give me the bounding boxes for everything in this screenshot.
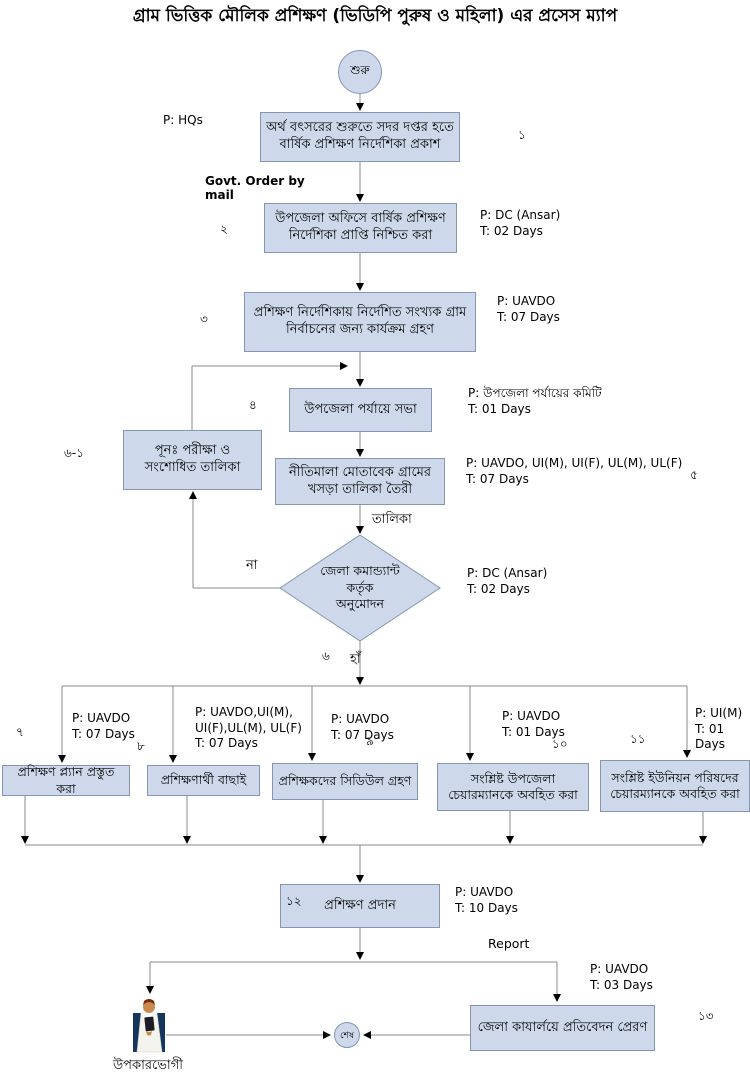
step-number-13: ১৩ bbox=[698, 1009, 714, 1023]
step-select-trainees: প্রশিক্ষণার্থী বাছাই bbox=[147, 765, 260, 796]
beneficiary-label: উপকারভোগী bbox=[113, 1058, 183, 1072]
start-terminator: শুরু bbox=[338, 50, 382, 94]
edge-label-no: না bbox=[246, 558, 258, 573]
annotation-trainees: P: UAVDO,UI(M), UI(F),UL(M), UL(F) T: 07… bbox=[195, 705, 302, 751]
annotation-plan: P: UAVDO T: 07 Days bbox=[72, 711, 135, 741]
step-number-4: ৪ bbox=[249, 398, 257, 412]
step-number-1: ১ bbox=[518, 128, 526, 142]
annotation-training: P: UAVDO T: 10 Days bbox=[455, 885, 518, 915]
annotation-upazila-chair: P: UAVDO T: 01 Days bbox=[502, 709, 565, 739]
page-title: গ্রাম ভিত্তিক মৌলিক প্রশিক্ষণ (ভিডিপি পু… bbox=[132, 6, 618, 26]
annotation-draft: P: UAVDO, UI(M), UI(F), UL(M), UL(F) T: … bbox=[466, 456, 683, 486]
annotation-union-chair: P: UI(M) T: 01 Days bbox=[695, 706, 743, 752]
edge-label-yes: হাঁ bbox=[350, 652, 361, 667]
step-number-3: ৩ bbox=[200, 312, 208, 326]
step-number-8: ৮ bbox=[137, 739, 145, 753]
annotation-meeting: P: উপজেলা পর্যায়ের কমিটি T: 01 Days bbox=[468, 386, 602, 416]
step-draft-list: নীতিমালা মোতাবেক গ্রামের খসড়া তালিকা তৈ… bbox=[275, 458, 445, 505]
annotation-select: P: UAVDO T: 07 Days bbox=[497, 294, 560, 324]
step-number-11: ১১ bbox=[630, 732, 646, 746]
step-number-9: ৯ bbox=[366, 734, 374, 748]
end-terminator: শেষ bbox=[334, 1022, 360, 1048]
annotation-confirm: P: DC (Ansar) T: 02 Days bbox=[480, 208, 561, 238]
edge-label-report: Report bbox=[488, 936, 530, 951]
step-number-7: ৭ bbox=[16, 725, 24, 739]
step-number-2: ২ bbox=[220, 222, 228, 236]
step-number-6-1: ৬-১ bbox=[64, 446, 84, 460]
step-publish-guideline: অর্থ বৎসরের শুরুতে সদর দপ্তর হতে বার্ষিক… bbox=[260, 112, 460, 162]
annotation-schedule: P: UAVDO T: 07 Days bbox=[331, 712, 394, 742]
step-provide-training: প্রশিক্ষণ প্রদান bbox=[280, 884, 440, 928]
edge-label-list: তালিকা bbox=[372, 512, 412, 527]
step-prepare-plan: প্রশিক্ষণ প্ল্যান প্রস্তুত করা bbox=[2, 764, 130, 796]
decision-approval-text: জেলা কমান্ড্যান্ট কর্তৃক অনুমোদন bbox=[320, 562, 400, 612]
step-number-5: ৫ bbox=[690, 468, 698, 482]
beneficiary-icon bbox=[133, 999, 165, 1053]
step-inform-union-chairman: সংশ্লিষ্ট ইউনিয়ন পরিষদের চেয়ারম্যানকে … bbox=[600, 760, 750, 812]
step-send-report: জেলা কাযার্লয়ে প্রতিবেদন প্রেরণ bbox=[470, 1005, 655, 1051]
annotation-report-send: P: UAVDO T: 03 Days bbox=[590, 962, 653, 992]
step-number-10: ১০ bbox=[552, 737, 568, 751]
step-number-12: ১২ bbox=[286, 894, 302, 908]
annotation-publish: P: HQs bbox=[163, 113, 203, 127]
step-revise-list: পূনঃ পরীক্ষা ও সংশোধিত তালিকা bbox=[123, 430, 262, 490]
step-trainer-schedule: প্রশিক্ষকদের সিডিউল গ্রহণ bbox=[272, 763, 418, 800]
decision-diamond bbox=[279, 534, 441, 642]
step-confirm-receipt: উপজেলা অফিসে বার্ষিক প্রশিক্ষণ নির্দেশিক… bbox=[264, 203, 457, 253]
step-village-selection: প্রশিক্ষণ নির্দেশিকায় নির্দেশিত সংখ্যক … bbox=[244, 292, 476, 352]
step-number-6: ৬ bbox=[322, 649, 330, 663]
annotation-approve: P: DC (Ansar) T: 02 Days bbox=[467, 566, 548, 596]
step-upazila-meeting: উপজেলা পর্যায়ে সভা bbox=[289, 388, 432, 432]
step-inform-upazila-chairman: সংশ্লিষ্ট উপজেলা চেয়ারম্যানকে অবহিত করা bbox=[437, 763, 589, 811]
edge-label-govt-order: Govt. Order by mail bbox=[205, 174, 305, 202]
